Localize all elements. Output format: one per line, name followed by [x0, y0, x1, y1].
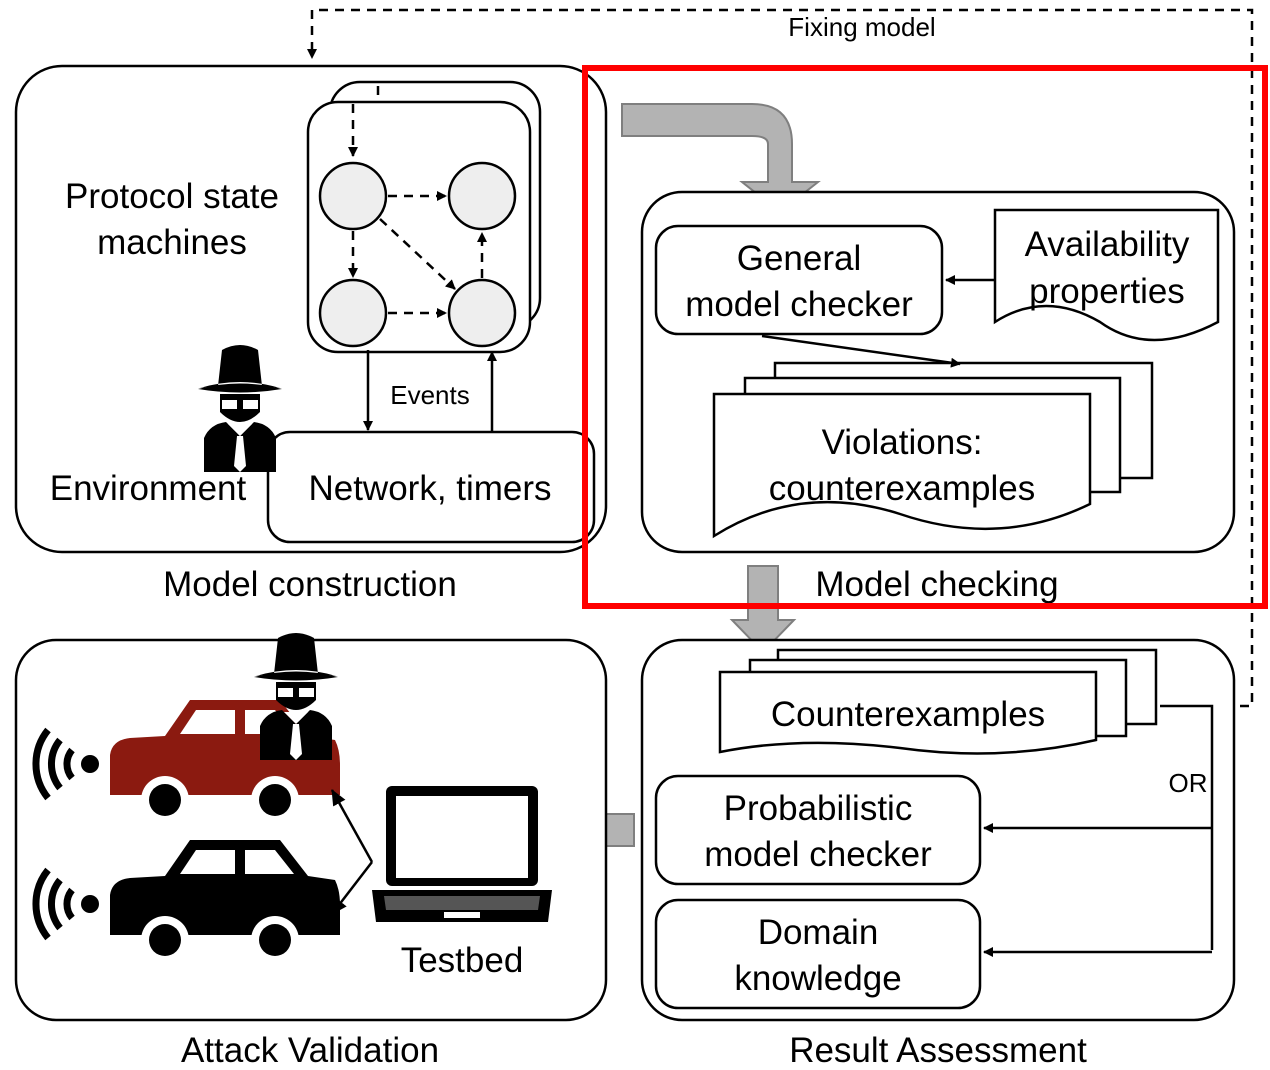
- fixing-model-label: Fixing model: [788, 12, 935, 42]
- environment-label: Environment: [50, 469, 247, 508]
- attack-validation-caption: Attack Validation: [181, 1031, 439, 1070]
- model-checking-caption: Model checking: [815, 565, 1058, 604]
- probabilistic-line1: Probabilistic: [724, 789, 913, 828]
- testbed-label: Testbed: [401, 941, 524, 980]
- result-assessment-panel: [640, 638, 1236, 1022]
- events-label: Events: [390, 380, 470, 410]
- model-construction-panel: [14, 64, 608, 554]
- state-node: [318, 278, 388, 348]
- model-checking-panel: [621, 103, 1236, 554]
- model-construction-caption: Model construction: [163, 565, 457, 604]
- state-node: [318, 161, 388, 231]
- probabilistic-box: [654, 774, 982, 886]
- violations-line2: counterexamples: [769, 469, 1036, 508]
- fsm-label-line2: machines: [97, 223, 247, 262]
- network-box: [266, 430, 596, 544]
- probabilistic-line2: model checker: [704, 835, 932, 874]
- result-assessment-caption: Result Assessment: [789, 1031, 1087, 1070]
- general-checker-line2: model checker: [685, 285, 913, 324]
- network-label: Network, timers: [308, 469, 551, 508]
- state-node: [447, 278, 517, 348]
- counterexamples-label: Counterexamples: [771, 695, 1045, 734]
- domain-line1: Domain: [758, 913, 879, 952]
- laptop-icon: [372, 786, 552, 922]
- properties-line2: properties: [1029, 272, 1185, 311]
- general-checker-box: [654, 224, 944, 336]
- attack-validation-panel: [14, 633, 608, 1022]
- highlight-frame: [582, 65, 1268, 609]
- violations-doc: [712, 392, 1092, 539]
- domain-box: [654, 898, 982, 1010]
- fixing-model-loop: [307, 8, 1254, 708]
- fsm-label-line1: Protocol state: [65, 177, 279, 216]
- counterexamples-doc: [718, 670, 1098, 755]
- state-node: [447, 161, 517, 231]
- domain-line2: knowledge: [734, 959, 901, 998]
- general-checker-line1: General: [737, 239, 862, 278]
- properties-line1: Availability: [1025, 225, 1190, 264]
- violations-line1: Violations:: [822, 423, 983, 462]
- properties-doc: [993, 208, 1220, 342]
- or-label: OR: [1169, 768, 1208, 798]
